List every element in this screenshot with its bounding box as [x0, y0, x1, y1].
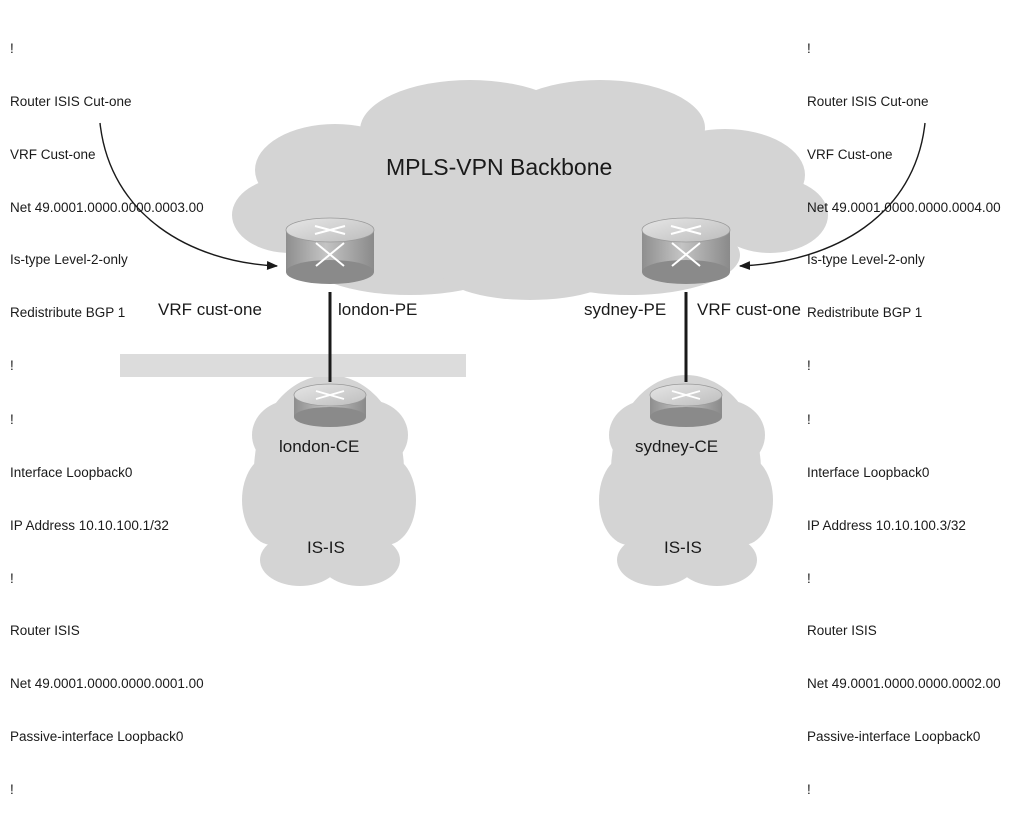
config-line: ! [10, 41, 14, 57]
config-line: Redistribute BGP 1 [807, 305, 923, 321]
london-pe-config: ! Router ISIS Cut-one VRF Cust-one Net 4… [10, 5, 204, 392]
config-line: VRF Cust-one [10, 146, 96, 162]
config-line: Router ISIS Cut-one [10, 93, 132, 109]
config-line: Interface Loopback0 [10, 464, 133, 480]
london-pe-router-icon [285, 217, 375, 284]
sydney-ce-router-icon [649, 383, 723, 427]
config-line: ! [10, 412, 14, 428]
network-diagram [99, 80, 926, 586]
highlight-bar [120, 354, 466, 377]
right-config-arrow [738, 122, 926, 271]
sydney-pe-vrf-label: VRF cust-one [697, 300, 801, 319]
config-line: ! [807, 41, 811, 57]
sydney-isis-label: IS-IS [664, 538, 702, 557]
london-ce-name: london-CE [279, 437, 360, 456]
config-line: ! [807, 412, 811, 428]
config-line: Passive-interface Loopback0 [807, 728, 981, 744]
london-ce-config: ! Interface Loopback0 IP Address 10.10.1… [10, 376, 204, 816]
config-line: Is-type Level-2-only [10, 252, 128, 268]
config-line: Router ISIS Cut-one [807, 93, 929, 109]
config-line: Net 49.0001.0000.0000.0002.00 [807, 676, 1001, 692]
london-isis-label: IS-IS [307, 538, 345, 557]
london-isis-cloud [242, 375, 416, 586]
config-line: ! [807, 781, 811, 797]
config-line: IP Address 10.10.100.1/32 [10, 517, 169, 533]
sydney-pe-config: ! Router ISIS Cut-one VRF Cust-one Net 4… [807, 5, 1001, 392]
sydney-isis-cloud [599, 375, 773, 586]
config-line: Net 49.0001.0000.0000.0004.00 [807, 199, 1001, 215]
config-line: VRF Cust-one [807, 146, 893, 162]
config-line: Redistribute BGP 1 [10, 305, 126, 321]
config-line: Router ISIS [10, 623, 80, 639]
config-line: Passive-interface Loopback0 [10, 728, 184, 744]
config-line: Is-type Level-2-only [807, 252, 925, 268]
config-line: Router ISIS [807, 623, 877, 639]
sydney-ce-name: sydney-CE [635, 437, 719, 456]
sydney-pe-router-icon [641, 217, 731, 284]
config-line: ! [807, 570, 811, 586]
config-line: Interface Loopback0 [807, 464, 930, 480]
config-line: IP Address 10.10.100.3/32 [807, 517, 966, 533]
config-line: ! [10, 357, 14, 373]
left-config-arrow [99, 122, 279, 271]
sydney-ce-config: ! Interface Loopback0 IP Address 10.10.1… [807, 376, 1001, 816]
backbone-title: MPLS-VPN Backbone [386, 154, 613, 180]
config-line: ! [807, 357, 811, 373]
config-line: Net 49.0001.0000.0000.0003.00 [10, 199, 204, 215]
london-pe-vrf-label: VRF cust-one [158, 300, 262, 319]
config-line: ! [10, 781, 14, 797]
config-line: ! [10, 570, 14, 586]
london-pe-name: london-PE [338, 300, 418, 319]
sydney-pe-name: sydney-PE [584, 300, 667, 319]
config-line: Net 49.0001.0000.0000.0001.00 [10, 676, 204, 692]
london-ce-router-icon [293, 383, 367, 427]
